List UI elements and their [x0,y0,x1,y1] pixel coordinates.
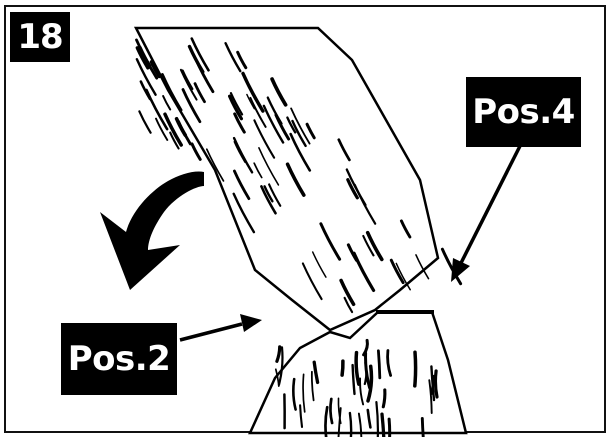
stump [250,312,466,437]
fall-direction-arrow-icon [100,171,204,290]
pos2-pointer-arrow-icon [180,314,262,340]
pos4-pointer-arrow-icon [451,146,520,282]
position-label-pos4: Pos.4 [466,77,581,147]
position-label-pos2: Pos.2 [61,323,177,395]
figure-number-badge: 18 [10,12,70,62]
